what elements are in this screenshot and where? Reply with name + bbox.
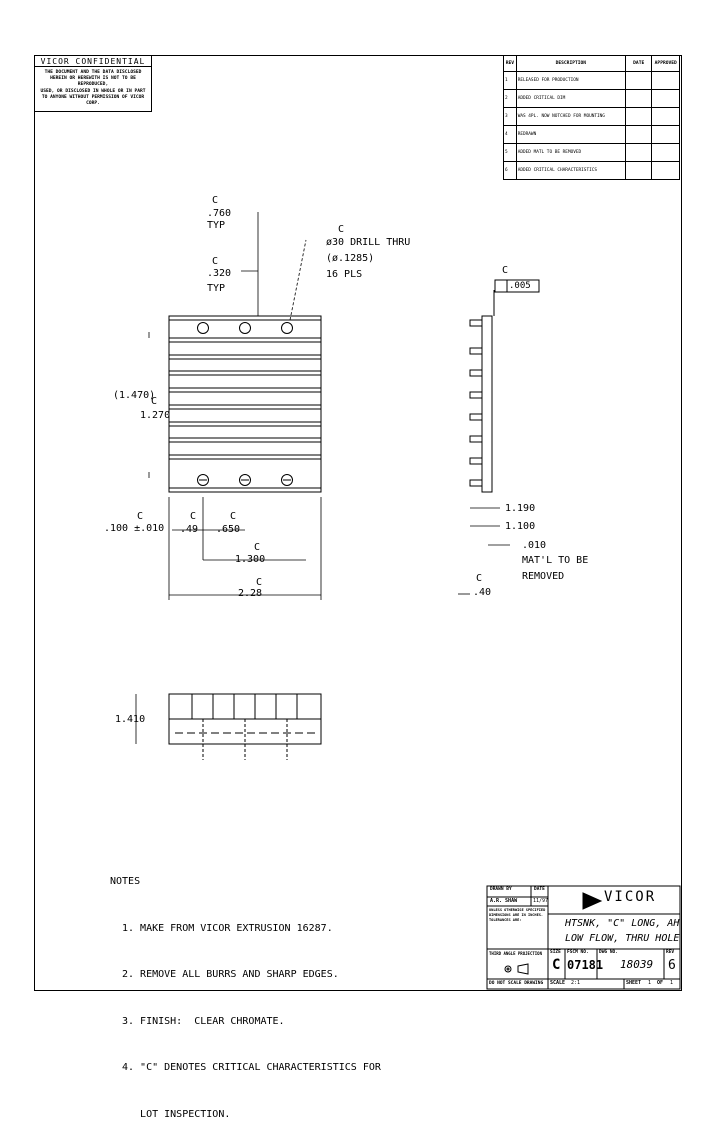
dwg-label: DWG NO. — [599, 950, 618, 955]
confidential-line: HEREIN OR HEREWITH IS NOT TO BE REPRODUC… — [50, 76, 136, 88]
drafter-name: A.R. SHAW — [490, 898, 518, 904]
drawing-title-2: LOW FLOW, THRU HOLE — [565, 933, 680, 944]
typ-label: TYP — [207, 220, 226, 231]
company-name: VICOR — [604, 889, 657, 905]
critical-mark: C — [190, 511, 197, 522]
of-value: 1 — [670, 980, 674, 986]
dwg-number: 18039 — [620, 958, 654, 971]
dim-100: .100 ±.010 — [104, 523, 165, 534]
rev-value: 6 — [668, 958, 676, 973]
heatsink-front-view — [135, 693, 322, 760]
dim-650: .650 — [216, 524, 241, 535]
size-value: C — [552, 957, 561, 973]
scale-value: 2:1 — [571, 980, 581, 986]
heatsink-side-view — [469, 279, 540, 493]
confidential-line: TO ANYONE WITHOUT PERMISSION OF VICOR CO… — [41, 94, 145, 107]
critical-mark: C — [137, 511, 144, 522]
confidential-line: USED, OR DISCLOSED IN WHOLE OR IN PART — [40, 88, 146, 94]
matl-note-1: MAT'L TO BE — [522, 555, 589, 566]
sheet-value: 1 — [648, 980, 652, 986]
appr-cell — [651, 161, 680, 180]
critical-mark: C — [502, 265, 509, 276]
scale-label: SCALE — [550, 980, 566, 986]
fin-lines — [169, 319, 321, 489]
confidential-title: VICOR CONFIDENTIAL — [35, 57, 151, 67]
flatness-value: .005 — [509, 281, 531, 291]
note-item: 1. MAKE FROM VICOR EXTRUSION 16287. — [122, 922, 333, 934]
size-label: SIZE — [550, 950, 561, 955]
hole-callout-2: (ø.1285) — [326, 253, 375, 264]
dimension-lines — [148, 212, 322, 600]
sheet-label: SHEET — [626, 980, 642, 986]
dim-010: .010 — [522, 540, 547, 551]
hole-callout-3: 16 PLS — [326, 269, 363, 280]
matl-note-2: REMOVED — [522, 571, 565, 582]
dim-1470: (1.470) — [113, 390, 156, 401]
critical-mark: C — [212, 256, 219, 267]
fscm-label: FSCM NO. — [567, 950, 589, 955]
notes-block: NOTES 1. MAKE FROM VICOR EXTRUSION 16287… — [110, 843, 381, 1138]
dim-228: 2.28 — [238, 588, 263, 599]
desc-cell: ADDED CRITICAL CHARACTERISTICS — [515, 161, 626, 180]
title-block-grid — [486, 885, 681, 990]
note-item: 3. FINISH: CLEAR CHROMATE. — [122, 1015, 285, 1027]
typ-label: TYP — [207, 283, 226, 294]
vicor-logo-icon — [582, 892, 603, 910]
dim-1100: 1.100 — [505, 521, 536, 532]
hole-callout-1: ø30 DRILL THRU — [326, 237, 411, 248]
notes-heading: NOTES — [110, 876, 141, 887]
confidential-text: THE DOCUMENT AND THE DATA DISCLOSED HERE… — [35, 70, 151, 107]
dim-1300: 1.300 — [235, 554, 266, 565]
drawn-date: 11/97 — [533, 898, 549, 904]
critical-mark: C — [256, 577, 263, 588]
heatsink-top-view — [168, 315, 322, 493]
dim-1270: 1.270 — [140, 410, 171, 421]
drawing-geometry — [135, 212, 681, 990]
drawing-border — [34, 55, 682, 991]
dim-40: .40 — [473, 587, 492, 598]
drawn-by-label: DRAWN BY — [490, 887, 512, 892]
fscm-value: 07181 — [567, 958, 604, 972]
dim-049: .49 — [180, 524, 199, 535]
dim-760: .760 — [207, 208, 232, 219]
of-label: OF — [657, 980, 664, 986]
critical-mark: C — [151, 396, 158, 407]
note-item: LOT INSPECTION. — [122, 1108, 231, 1120]
rev-label: REV — [666, 950, 675, 955]
tolerance-note: UNLESS OTHERWISE SPECIFIED DIMENSIONS AR… — [489, 908, 546, 922]
no-scale-label: DO NOT SCALE DRAWING — [489, 981, 544, 986]
holes-top-row — [197, 322, 293, 334]
critical-mark: C — [212, 195, 219, 206]
date-label: DATE — [534, 887, 545, 892]
dim-320: .320 — [207, 268, 232, 279]
confidential-line: THE DOCUMENT AND THE DATA DISCLOSED — [44, 70, 142, 75]
projection-symbol-icon — [504, 963, 529, 975]
critical-mark: C — [230, 511, 237, 522]
critical-mark: C — [338, 224, 345, 235]
confidential-notice: VICOR CONFIDENTIAL THE DOCUMENT AND THE … — [34, 55, 152, 112]
critical-mark: C — [476, 573, 483, 584]
drawing-title-1: HTSNK, "C" LONG, AH — [565, 918, 680, 929]
side-dimension-lines — [458, 507, 510, 595]
holes-bottom-row — [197, 474, 293, 486]
critical-mark: C — [254, 542, 261, 553]
note-item: 4. "C" DENOTES CRITICAL CHARACTERISTICS … — [122, 1062, 381, 1073]
note-item: 2. REMOVE ALL BURRS AND SHARP EDGES. — [122, 969, 339, 980]
dim-1190: 1.190 — [505, 503, 536, 514]
projection-label: THIRD ANGLE PROJECTION — [489, 951, 542, 956]
dim-1410: 1.410 — [115, 714, 146, 725]
